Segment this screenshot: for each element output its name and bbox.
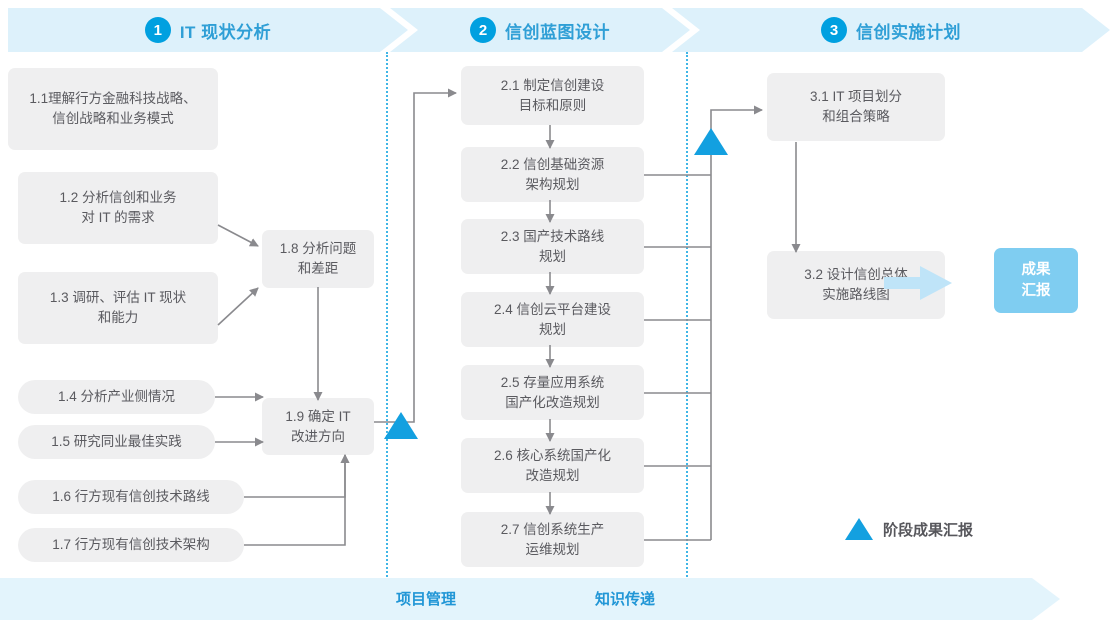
phase-divider-1: [386, 52, 388, 580]
phase-1-label: IT 现状分析: [179, 22, 272, 42]
milestone-triangle-phase1: [384, 412, 418, 439]
node-1-7-label: 1.7 行方现有信创技术架构: [52, 537, 210, 552]
milestone-triangle-phase2: [694, 128, 728, 155]
node-2-1[interactable]: 2.1 制定信创建设目标和原则: [461, 66, 644, 125]
node-2-5[interactable]: 2.5 存量应用系统国产化改造规划: [461, 365, 644, 420]
node-2-7-label: 2.7 信创系统生产运维规划: [500, 521, 605, 557]
footer-banner[interactable]: 项目管理 知识传递: [0, 578, 1115, 620]
node-1-8-label: 1.8 分析问题和差距: [279, 241, 357, 276]
phase-banner-1-shape: [8, 8, 408, 52]
footer-label-left: 项目管理: [396, 591, 457, 608]
node-1-2[interactable]: 1.2 分析信创和业务对 IT 的需求: [18, 172, 218, 244]
node-1-1[interactable]: 1.1理解行方金融科技战略、信创战略和业务模式: [8, 68, 218, 150]
node-2-3[interactable]: 2.3 国产技术路线规划: [461, 219, 644, 274]
node-result-label: 成果汇报: [1021, 261, 1051, 299]
node-1-5-label: 1.5 研究同业最佳实践: [51, 434, 182, 449]
legend: 阶段成果汇报: [845, 518, 973, 540]
phase-2-number: 2: [470, 17, 496, 43]
phase-3-label: 信创实施计划: [856, 22, 961, 42]
node-1-3-label: 1.3 调研、评估 IT 现状和能力: [49, 290, 187, 325]
node-1-4[interactable]: 1.4 分析产业侧情况: [18, 380, 215, 414]
node-2-6-label: 2.6 核心系统国产化改造规划: [493, 447, 612, 483]
legend-label: 阶段成果汇报: [883, 521, 974, 539]
node-2-6[interactable]: 2.6 核心系统国产化改造规划: [461, 438, 644, 493]
phase-banner-2[interactable]: 2 信创蓝图设计: [390, 8, 690, 52]
node-1-6-label: 1.6 行方现有信创技术路线: [52, 489, 210, 504]
node-1-5[interactable]: 1.5 研究同业最佳实践: [18, 425, 215, 459]
node-2-3-label: 2.3 国产技术路线规划: [500, 228, 605, 264]
node-2-2-label: 2.2 信创基础资源架构规划: [500, 156, 605, 192]
phase-2-label: 信创蓝图设计: [505, 22, 610, 42]
milestone-triangle-icon: [845, 518, 873, 540]
node-3-2[interactable]: 3.2 设计信创总体实施路线图: [767, 251, 945, 319]
node-2-2[interactable]: 2.2 信创基础资源架构规划: [461, 147, 644, 202]
phase-banner-3[interactable]: 3 信创实施计划: [672, 8, 1110, 52]
phase-banner-2-shape: [390, 8, 690, 52]
node-result-report[interactable]: 成果汇报: [994, 248, 1078, 313]
node-1-4-label: 1.4 分析产业侧情况: [57, 389, 176, 404]
node-1-2-label: 1.2 分析信创和业务对 IT 的需求: [59, 190, 177, 225]
phase-banner-3-shape: [672, 8, 1110, 52]
phase-1-number: 1: [144, 17, 171, 43]
phase-divider-2: [686, 52, 688, 580]
node-2-4-label: 2.4 信创云平台建设规划: [493, 301, 612, 337]
node-3-2-label: 3.2 设计信创总体实施路线图: [804, 267, 908, 302]
node-1-7[interactable]: 1.7 行方现有信创技术架构: [18, 528, 244, 562]
footer-banner-shape: [0, 578, 1060, 620]
node-2-4[interactable]: 2.4 信创云平台建设规划: [461, 292, 644, 347]
footer-label-right: 知识传递: [595, 591, 656, 608]
phase-3-number: 3: [821, 17, 847, 43]
node-3-1-label: 3.1 IT 项目划分和组合策略: [809, 89, 903, 124]
node-1-6[interactable]: 1.6 行方现有信创技术路线: [18, 480, 244, 514]
node-2-7[interactable]: 2.7 信创系统生产运维规划: [461, 512, 644, 567]
node-2-1-label: 2.1 制定信创建设目标和原则: [500, 77, 605, 113]
phase-banner-1[interactable]: 1 IT 现状分析: [8, 8, 408, 52]
node-3-1[interactable]: 3.1 IT 项目划分和组合策略: [767, 73, 945, 141]
node-1-8[interactable]: 1.8 分析问题和差距: [262, 230, 374, 288]
node-1-3[interactable]: 1.3 调研、评估 IT 现状和能力: [18, 272, 218, 344]
node-2-5-label: 2.5 存量应用系统国产化改造规划: [500, 374, 605, 410]
node-1-1-label: 1.1理解行方金融科技战略、信创战略和业务模式: [29, 91, 197, 126]
